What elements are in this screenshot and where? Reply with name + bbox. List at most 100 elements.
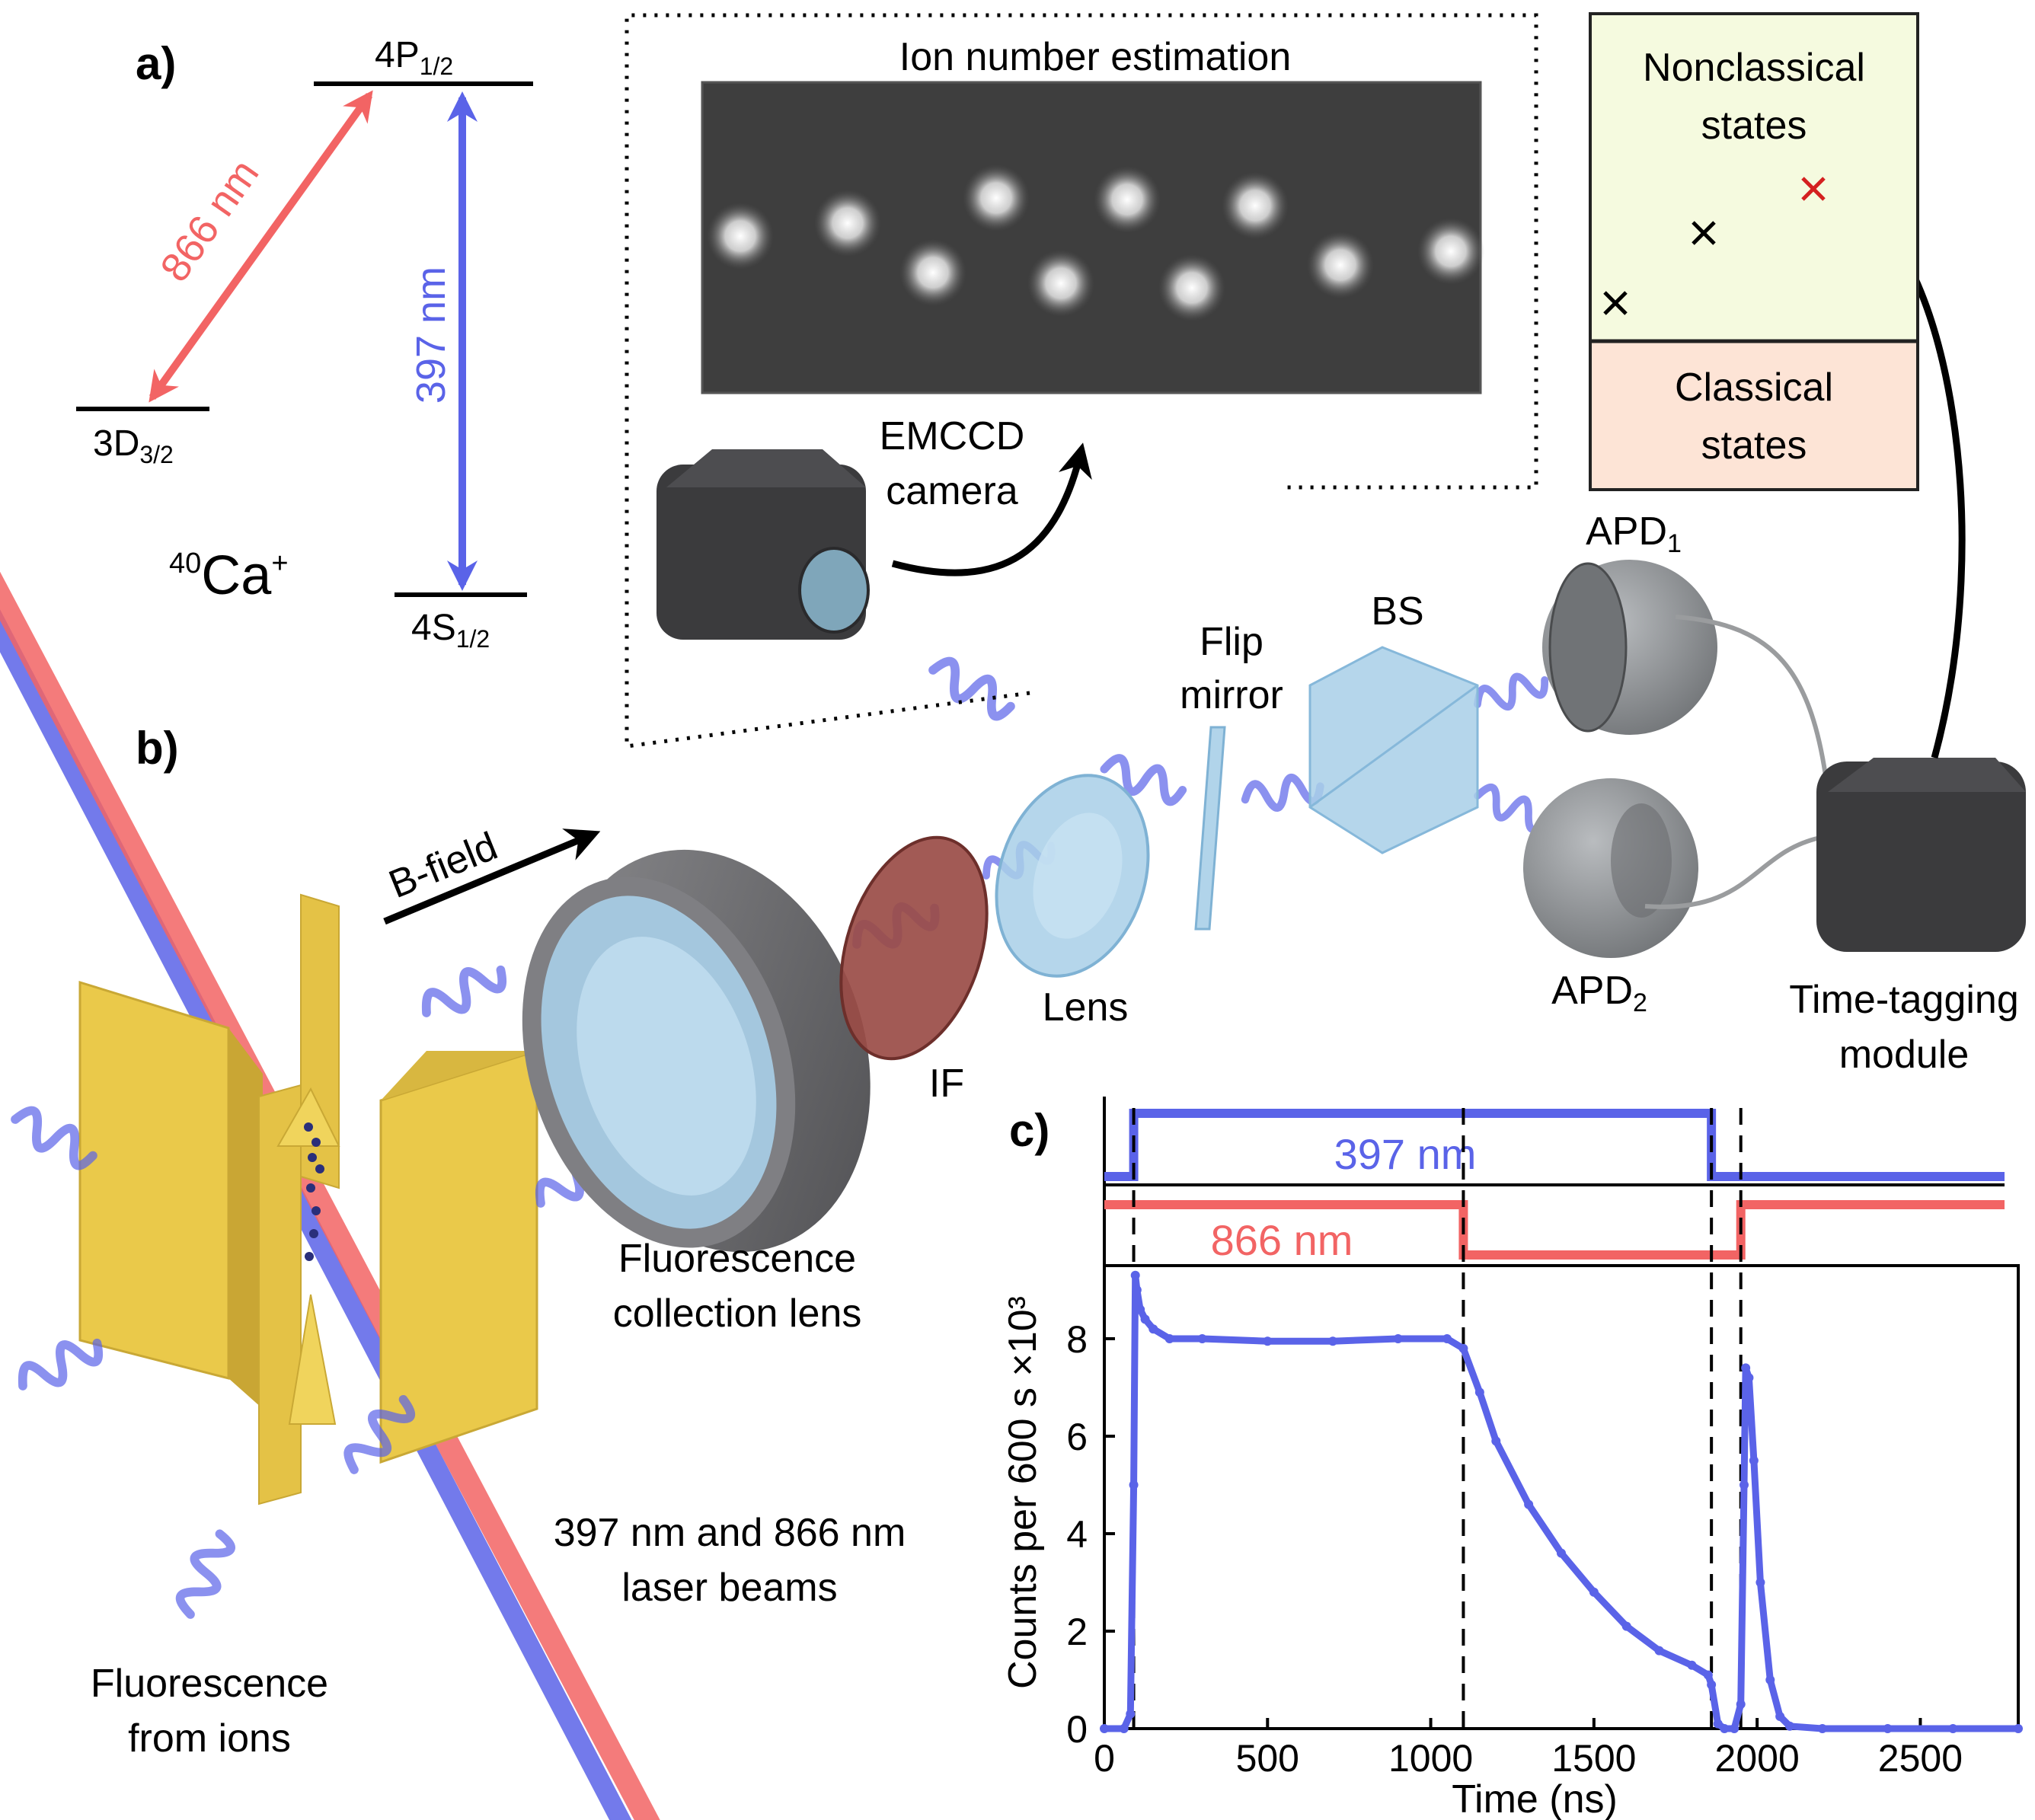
count-point-16 bbox=[1474, 1387, 1484, 1397]
trapped-ions bbox=[304, 1122, 324, 1261]
beams-label-line2: laser beams bbox=[621, 1566, 837, 1610]
beams-label-line1: 397 nm and 866 nm bbox=[554, 1511, 906, 1555]
beam-397 bbox=[0, 609, 632, 1820]
ion-trap bbox=[78, 893, 538, 1505]
y-tick-label-2: 2 bbox=[1066, 1611, 1088, 1653]
state-mark-3 bbox=[1801, 177, 1826, 201]
ttm-label-line1: Time-tagging bbox=[1789, 978, 2019, 1022]
trap-cone-bottom bbox=[288, 1294, 337, 1425]
count-point-20 bbox=[1589, 1587, 1599, 1597]
count-point-12 bbox=[1328, 1336, 1337, 1346]
bs-label: BS bbox=[1371, 589, 1423, 634]
count-point-38 bbox=[1817, 1724, 1827, 1733]
panel-label-c: c) bbox=[1009, 1105, 1049, 1156]
camera-to-image-arrow bbox=[891, 442, 1092, 576]
flip-mirror-label-line2: mirror bbox=[1180, 673, 1283, 717]
nonclassical-label-line2: states bbox=[1701, 104, 1807, 148]
count-point-35 bbox=[1765, 1675, 1775, 1684]
x-tick-label-1000: 1000 bbox=[1388, 1737, 1473, 1780]
count-point-9 bbox=[1164, 1334, 1174, 1343]
nonclassical-region bbox=[1589, 12, 1919, 343]
count-point-39 bbox=[1883, 1724, 1893, 1733]
photon-7 bbox=[926, 656, 1017, 720]
y-tick-label-6: 6 bbox=[1066, 1416, 1088, 1458]
beam-866 bbox=[0, 571, 660, 1820]
b-field-arrow bbox=[383, 829, 601, 925]
count-point-1 bbox=[1119, 1724, 1129, 1733]
x-tick-label-2000: 2000 bbox=[1715, 1737, 1800, 1780]
inset-dotted-border bbox=[625, 13, 1538, 749]
panel-label-a: a) bbox=[136, 38, 176, 89]
count-point-31 bbox=[1741, 1363, 1751, 1373]
apd2-body bbox=[1523, 778, 1698, 958]
apd2-label: APD2 bbox=[1551, 969, 1647, 1017]
trap-electrode-left bbox=[78, 980, 230, 1380]
transition-397-label: 397 nm bbox=[408, 267, 454, 404]
interference-filter bbox=[839, 835, 989, 1061]
x-axis-label: Time (ns) bbox=[1452, 1777, 1618, 1820]
count-point-24 bbox=[1703, 1670, 1713, 1680]
count-point-27 bbox=[1720, 1724, 1730, 1733]
apd1-face bbox=[1548, 562, 1628, 733]
laser-beams bbox=[0, 571, 660, 1820]
level-3d-label: 3D3/2 bbox=[93, 423, 174, 468]
trap-cone-top bbox=[276, 1087, 340, 1147]
apd2-cable bbox=[1644, 835, 1821, 909]
count-point-34 bbox=[1755, 1578, 1765, 1587]
if-label: IF bbox=[929, 1062, 964, 1106]
trap-electrode-left-side bbox=[228, 1028, 263, 1409]
count-trace bbox=[1104, 1272, 2018, 1732]
optics: IF Lens Flip mirror BS bbox=[839, 589, 1479, 1106]
state-mark-2 bbox=[1692, 221, 1716, 245]
collection-lens-label-line1: Fluorescence bbox=[618, 1237, 856, 1281]
count-point-10 bbox=[1197, 1334, 1207, 1343]
count-point-41 bbox=[2014, 1724, 2023, 1733]
photon-12 bbox=[1473, 668, 1549, 717]
nonclassical-label-line1: Nonclassical bbox=[1643, 46, 1865, 90]
count-point-36 bbox=[1775, 1712, 1785, 1721]
emccd-camera bbox=[657, 449, 870, 640]
beam-splitter bbox=[1308, 646, 1479, 854]
camera-label-line1: EMCCD bbox=[880, 414, 1025, 458]
level-4p-label: 4P1/2 bbox=[375, 35, 453, 80]
ttm-label-line2: module bbox=[1839, 1033, 1970, 1077]
transition-866-label: 866 nm bbox=[152, 152, 267, 290]
count-point-5 bbox=[1132, 1285, 1142, 1295]
classical-region bbox=[1589, 340, 1919, 491]
apd1-cable bbox=[1675, 615, 1830, 793]
count-point-25 bbox=[1707, 1680, 1717, 1690]
count-point-19 bbox=[1557, 1548, 1566, 1558]
inset-title: Ion number estimation bbox=[899, 35, 1292, 79]
count-point-32 bbox=[1744, 1373, 1754, 1383]
transition-866-arrow bbox=[149, 90, 373, 403]
photon-3 bbox=[176, 1528, 235, 1620]
x-tick-label-1500: 1500 bbox=[1551, 1737, 1636, 1780]
trap-electrode-right-top bbox=[381, 1051, 537, 1100]
count-point-17 bbox=[1491, 1436, 1501, 1446]
count-point-15 bbox=[1458, 1343, 1468, 1353]
collection-lens-label-line2: collection lens bbox=[613, 1292, 862, 1336]
detectors: APD1 APD2 bbox=[1523, 509, 1830, 1017]
beam-splitter-diagonal bbox=[1309, 684, 1478, 809]
y-tick-label-0: 0 bbox=[1066, 1708, 1088, 1751]
x-tick-label-2500: 2500 bbox=[1878, 1737, 1963, 1780]
count-point-0 bbox=[1100, 1724, 1109, 1733]
count-point-26 bbox=[1713, 1719, 1723, 1729]
count-point-29 bbox=[1736, 1700, 1746, 1709]
count-point-4 bbox=[1130, 1270, 1140, 1280]
plot-frame bbox=[1103, 1264, 2020, 1730]
ttm-top bbox=[1828, 758, 2026, 792]
count-point-18 bbox=[1524, 1499, 1534, 1509]
lens-element-inner bbox=[1033, 813, 1123, 939]
fluorescence-label-line2: from ions bbox=[128, 1716, 291, 1761]
count-point-2 bbox=[1126, 1709, 1136, 1719]
count-point-23 bbox=[1687, 1660, 1697, 1670]
camera-inset: Ion number estimation EMCCD camera bbox=[625, 13, 1538, 749]
count-point-13 bbox=[1393, 1334, 1403, 1343]
count-point-14 bbox=[1442, 1334, 1452, 1343]
x-tick-label-0: 0 bbox=[1094, 1737, 1115, 1780]
